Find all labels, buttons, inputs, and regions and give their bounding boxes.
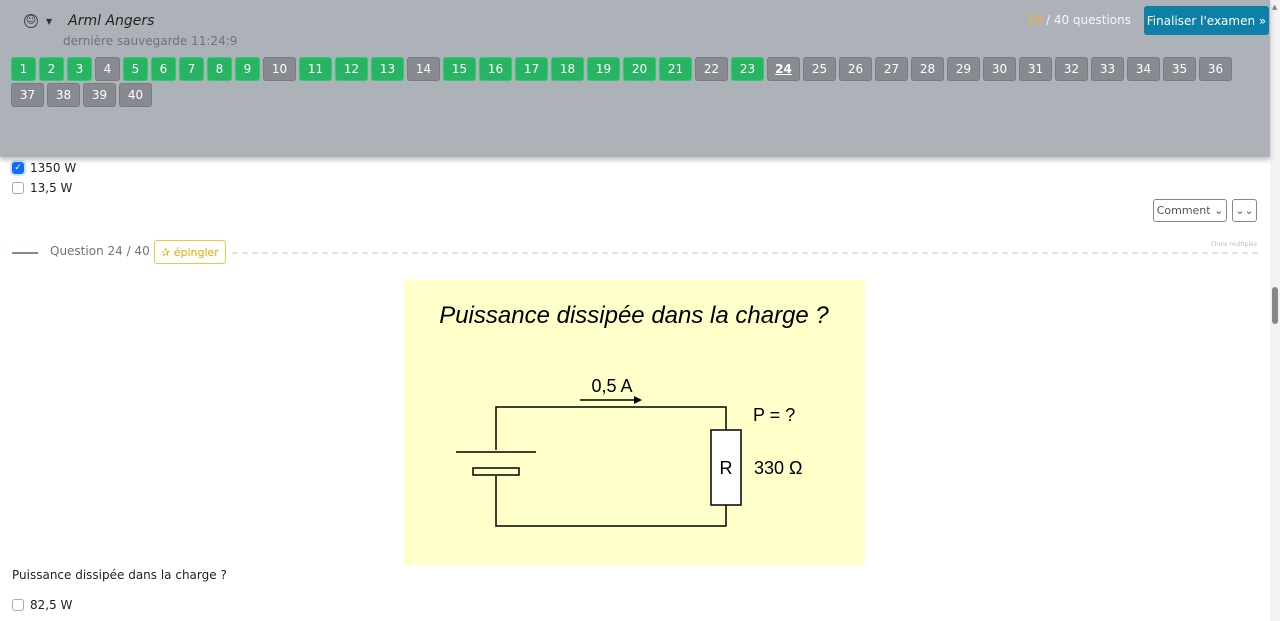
question-figure: Puissance dissipée dans la charge ? 0,5 … bbox=[404, 280, 865, 565]
question-nav-button[interactable]: 39 bbox=[83, 83, 116, 107]
scrollbar-thumb[interactable] bbox=[1272, 287, 1278, 324]
resistor-label: R bbox=[720, 458, 733, 478]
resistor bbox=[710, 429, 742, 506]
question-nav-button[interactable]: 1 bbox=[11, 57, 36, 81]
answer-option[interactable]: 13,5 W bbox=[12, 181, 72, 195]
collapse-button[interactable]: ⌄⌄ bbox=[1232, 199, 1257, 222]
answer-option[interactable]: ✓ 1350 W bbox=[12, 161, 76, 175]
scrollbar[interactable]: ▲ bbox=[1270, 0, 1280, 621]
checkbox[interactable] bbox=[12, 599, 24, 611]
battery-plate-short bbox=[472, 467, 520, 476]
question-nav-button[interactable]: 29 bbox=[947, 57, 980, 81]
question-nav-button[interactable]: 18 bbox=[551, 57, 584, 81]
pin-button[interactable]: ✰ épingler bbox=[154, 240, 226, 264]
checkbox[interactable] bbox=[12, 182, 24, 194]
question-nav-button[interactable]: 16 bbox=[479, 57, 512, 81]
checkbox-checked[interactable]: ✓ bbox=[12, 162, 24, 174]
question-nav-button[interactable]: 28 bbox=[911, 57, 944, 81]
caret-down-icon[interactable]: ▼ bbox=[46, 16, 53, 26]
question-nav-button[interactable]: 14 bbox=[407, 57, 440, 81]
progress-count: 19 / 40 questions bbox=[1027, 13, 1131, 27]
question-nav-button[interactable]: 27 bbox=[875, 57, 908, 81]
question-nav-button[interactable]: 36 bbox=[1199, 57, 1232, 81]
question-nav-button[interactable]: 30 bbox=[983, 57, 1016, 81]
question-nav-button[interactable]: 40 bbox=[119, 83, 152, 107]
resistance-label: 330 Ω bbox=[754, 458, 803, 478]
question-nav-button[interactable]: 3 bbox=[67, 57, 92, 81]
question-nav-button[interactable]: 21 bbox=[659, 57, 692, 81]
user-menu[interactable]: ☺ ▼ Arml Angers bbox=[24, 13, 154, 29]
question-type: Choix multiples bbox=[1210, 241, 1257, 248]
accessibility-icon[interactable]: ☺ bbox=[24, 14, 38, 28]
question-nav-button[interactable]: 9 bbox=[235, 57, 260, 81]
question-nav-button[interactable]: 22 bbox=[695, 57, 728, 81]
question-text: Puissance dissipée dans la charge ? bbox=[12, 568, 227, 582]
question-nav-button[interactable]: 4 bbox=[95, 57, 120, 81]
question-nav-button[interactable]: 11 bbox=[299, 57, 332, 81]
option-label: 1350 W bbox=[30, 161, 77, 175]
question-nav-button[interactable]: 17 bbox=[515, 57, 548, 81]
figure-title: Puissance dissipée dans la charge ? bbox=[439, 302, 829, 329]
total-questions: / 40 questions bbox=[1042, 13, 1131, 27]
question-nav-button[interactable]: 7 bbox=[179, 57, 204, 81]
question-nav-button[interactable]: 23 bbox=[731, 57, 764, 81]
question-nav-button[interactable]: 5 bbox=[123, 57, 148, 81]
question-nav-button[interactable]: 6 bbox=[151, 57, 176, 81]
question-nav-button[interactable]: 2 bbox=[39, 57, 64, 81]
question-nav-button[interactable]: 10 bbox=[263, 57, 296, 81]
question-nav-button[interactable]: 12 bbox=[335, 57, 368, 81]
question-nav-button[interactable]: 8 bbox=[207, 57, 232, 81]
answered-count: 19 bbox=[1026, 13, 1043, 27]
option-label: 82,5 W bbox=[30, 598, 73, 612]
finalize-exam-button[interactable]: Finaliser l'examen » bbox=[1144, 6, 1269, 35]
divider bbox=[12, 252, 38, 254]
last-saved: dernière sauvegarde 11:24:9 bbox=[63, 34, 238, 48]
question-nav-button[interactable]: 32 bbox=[1055, 57, 1088, 81]
power-label: P = ? bbox=[753, 405, 795, 425]
question-nav-button[interactable]: 31 bbox=[1019, 57, 1052, 81]
question-nav-button[interactable]: 20 bbox=[623, 57, 656, 81]
question-title: Question 24 / 40 bbox=[50, 244, 150, 258]
question-nav-button[interactable]: 19 bbox=[587, 57, 620, 81]
question-nav-button[interactable]: 35 bbox=[1163, 57, 1196, 81]
current-label: 0,5 A bbox=[591, 376, 632, 396]
user-name: Arml Angers bbox=[68, 13, 155, 29]
option-label: 13,5 W bbox=[30, 181, 73, 195]
exam-header: ☺ ▼ Arml Angers dernière sauvegarde 11:2… bbox=[0, 0, 1270, 157]
scroll-up-icon[interactable]: ▲ bbox=[1272, 3, 1278, 11]
question-nav-button[interactable]: 37 bbox=[11, 83, 44, 107]
question-nav-button[interactable]: 33 bbox=[1091, 57, 1124, 81]
question-nav-button[interactable]: 26 bbox=[839, 57, 872, 81]
question-nav-button[interactable]: 25 bbox=[803, 57, 836, 81]
comment-button[interactable]: Comment ⌄ bbox=[1153, 199, 1227, 222]
divider-dashed bbox=[232, 252, 1258, 254]
wire-top bbox=[495, 406, 727, 450]
arrow-head bbox=[634, 396, 642, 404]
question-nav-button[interactable]: 24 bbox=[767, 57, 800, 81]
question-nav-button[interactable]: 38 bbox=[47, 83, 80, 107]
question-nav-button[interactable]: 13 bbox=[371, 57, 404, 81]
question-nav-button[interactable]: 15 bbox=[443, 57, 476, 81]
circuit-diagram: Puissance dissipée dans la charge ? 0,5 … bbox=[439, 302, 829, 527]
answer-option[interactable]: 82,5 W bbox=[12, 598, 72, 612]
question-nav-button[interactable]: 34 bbox=[1127, 57, 1160, 81]
wire-bottom bbox=[495, 476, 727, 527]
